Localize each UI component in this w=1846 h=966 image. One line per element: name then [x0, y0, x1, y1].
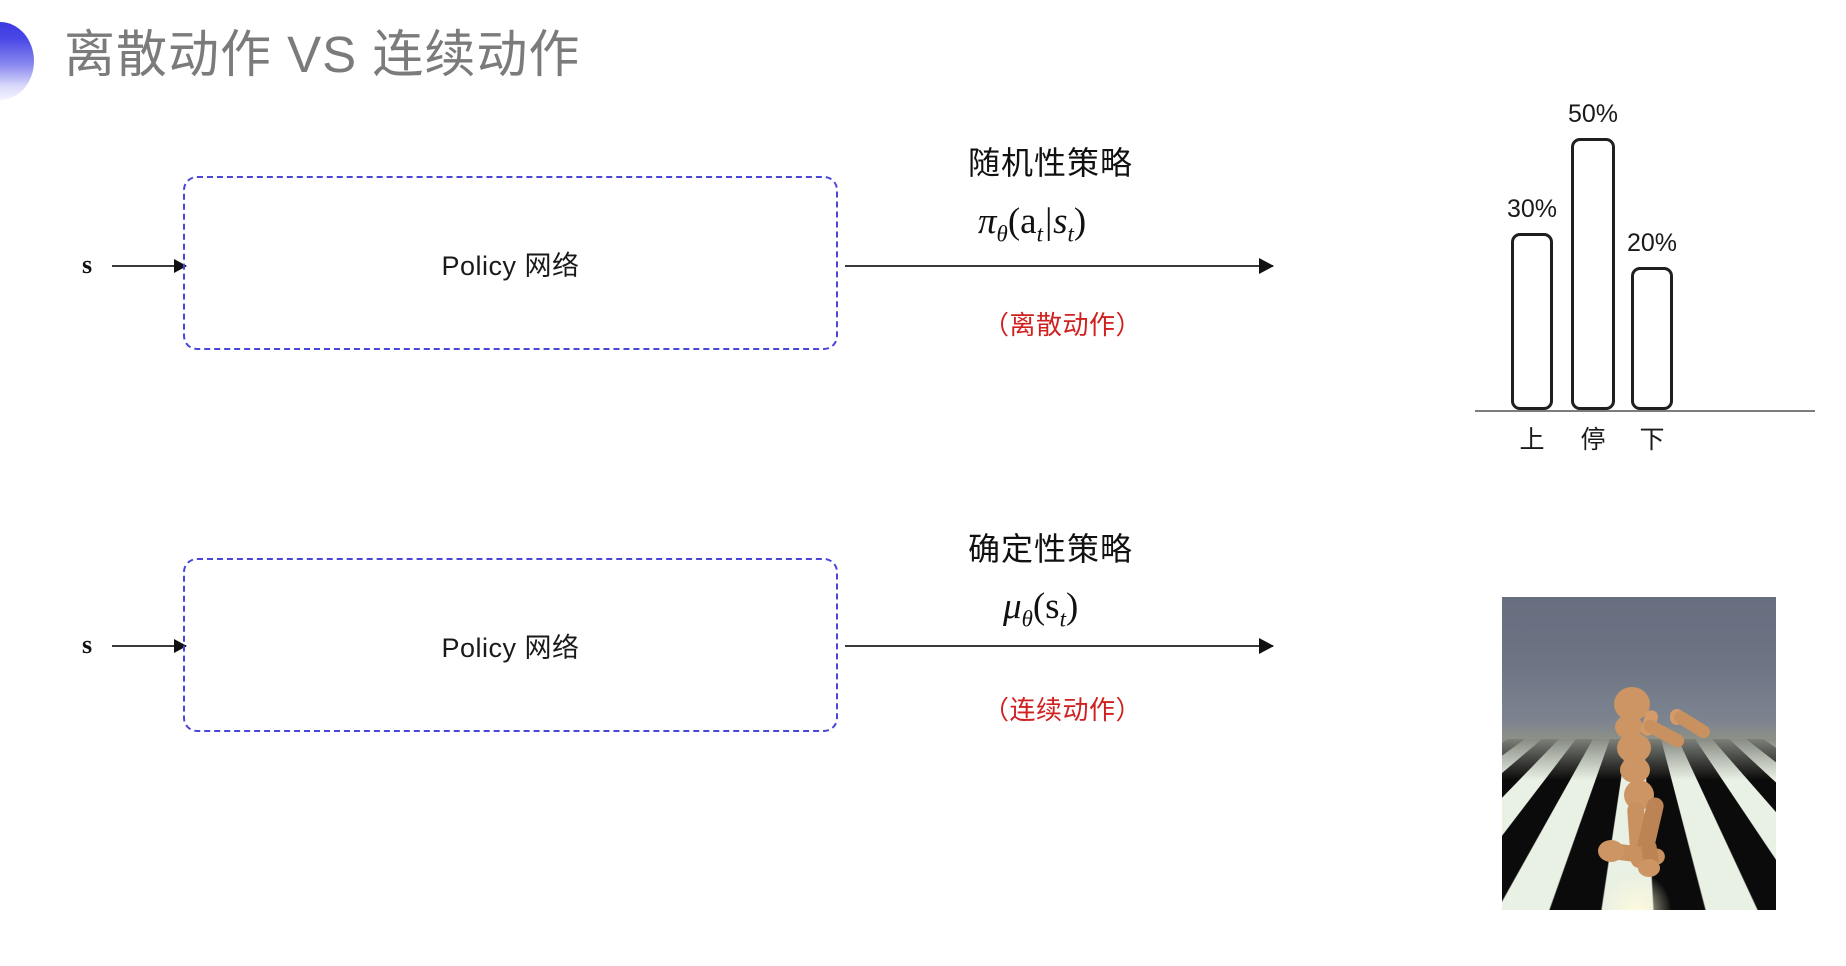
bar-down: [1631, 267, 1673, 410]
humanoid-simulation-image: [1502, 597, 1776, 910]
formula-open-arg-2: (s: [1032, 586, 1060, 627]
formula-a-sub-t: t: [1036, 221, 1043, 247]
formula-s-sub-t-2: t: [1059, 606, 1066, 632]
arrow-policy-to-output-discrete: [845, 258, 1274, 274]
chart-baseline-axis: [1475, 410, 1815, 412]
policy-network-box-discrete[interactable]: Policy 网络: [183, 176, 838, 350]
bar-category-stop: 停: [1580, 426, 1606, 454]
action-note-continuous: （连续动作）: [983, 695, 1143, 725]
state-label-discrete: s: [82, 250, 93, 279]
arrow-state-to-policy-continuous: [112, 639, 187, 653]
formula-open-arg: (a: [1007, 201, 1037, 242]
state-label-continuous: s: [82, 630, 93, 659]
formula-close-paren-2: ): [1065, 586, 1079, 627]
formula-mu: μ: [1003, 586, 1022, 627]
policy-formula-stochastic: πθ(at|st): [978, 200, 1086, 247]
sim-floor-glare: [1600, 872, 1672, 910]
bar-stop: [1571, 138, 1615, 410]
policy-network-label-continuous: Policy 网络: [441, 632, 580, 663]
formula-theta: θ: [996, 221, 1008, 247]
policy-name-deterministic: 确定性策略: [968, 531, 1134, 567]
page-title: 离散动作 VS 连续动作: [64, 26, 581, 83]
formula-pi: π: [978, 201, 997, 242]
humanoid-foot-near: [1598, 840, 1624, 862]
policy-network-label-discrete: Policy 网络: [441, 250, 580, 281]
policy-name-stochastic: 随机性策略: [968, 145, 1134, 181]
formula-s-sub-t: t: [1067, 221, 1074, 247]
half-circle-decoration-icon: [0, 22, 34, 100]
probability-bar-chart: 30% 50% 20% 上 停 下: [1475, 100, 1815, 454]
policy-formula-deterministic: μθ(st): [1003, 585, 1078, 632]
bar-value-up: 30%: [1506, 195, 1558, 223]
bar-category-down: 下: [1639, 426, 1665, 454]
formula-theta-2: θ: [1021, 606, 1033, 632]
policy-network-box-continuous[interactable]: Policy 网络: [183, 558, 838, 732]
bar-category-up: 上: [1519, 426, 1545, 454]
bar-value-down: 20%: [1626, 229, 1678, 257]
formula-given-s: |s: [1042, 201, 1068, 242]
action-note-discrete: （离散动作）: [983, 310, 1143, 340]
bar-value-stop: 50%: [1567, 100, 1619, 128]
arrow-state-to-policy-discrete: [112, 259, 187, 273]
humanoid-lower-torso: [1620, 757, 1650, 783]
arrow-policy-to-output-continuous: [845, 638, 1274, 654]
formula-close-paren: ): [1073, 201, 1087, 242]
bar-up: [1511, 233, 1553, 410]
